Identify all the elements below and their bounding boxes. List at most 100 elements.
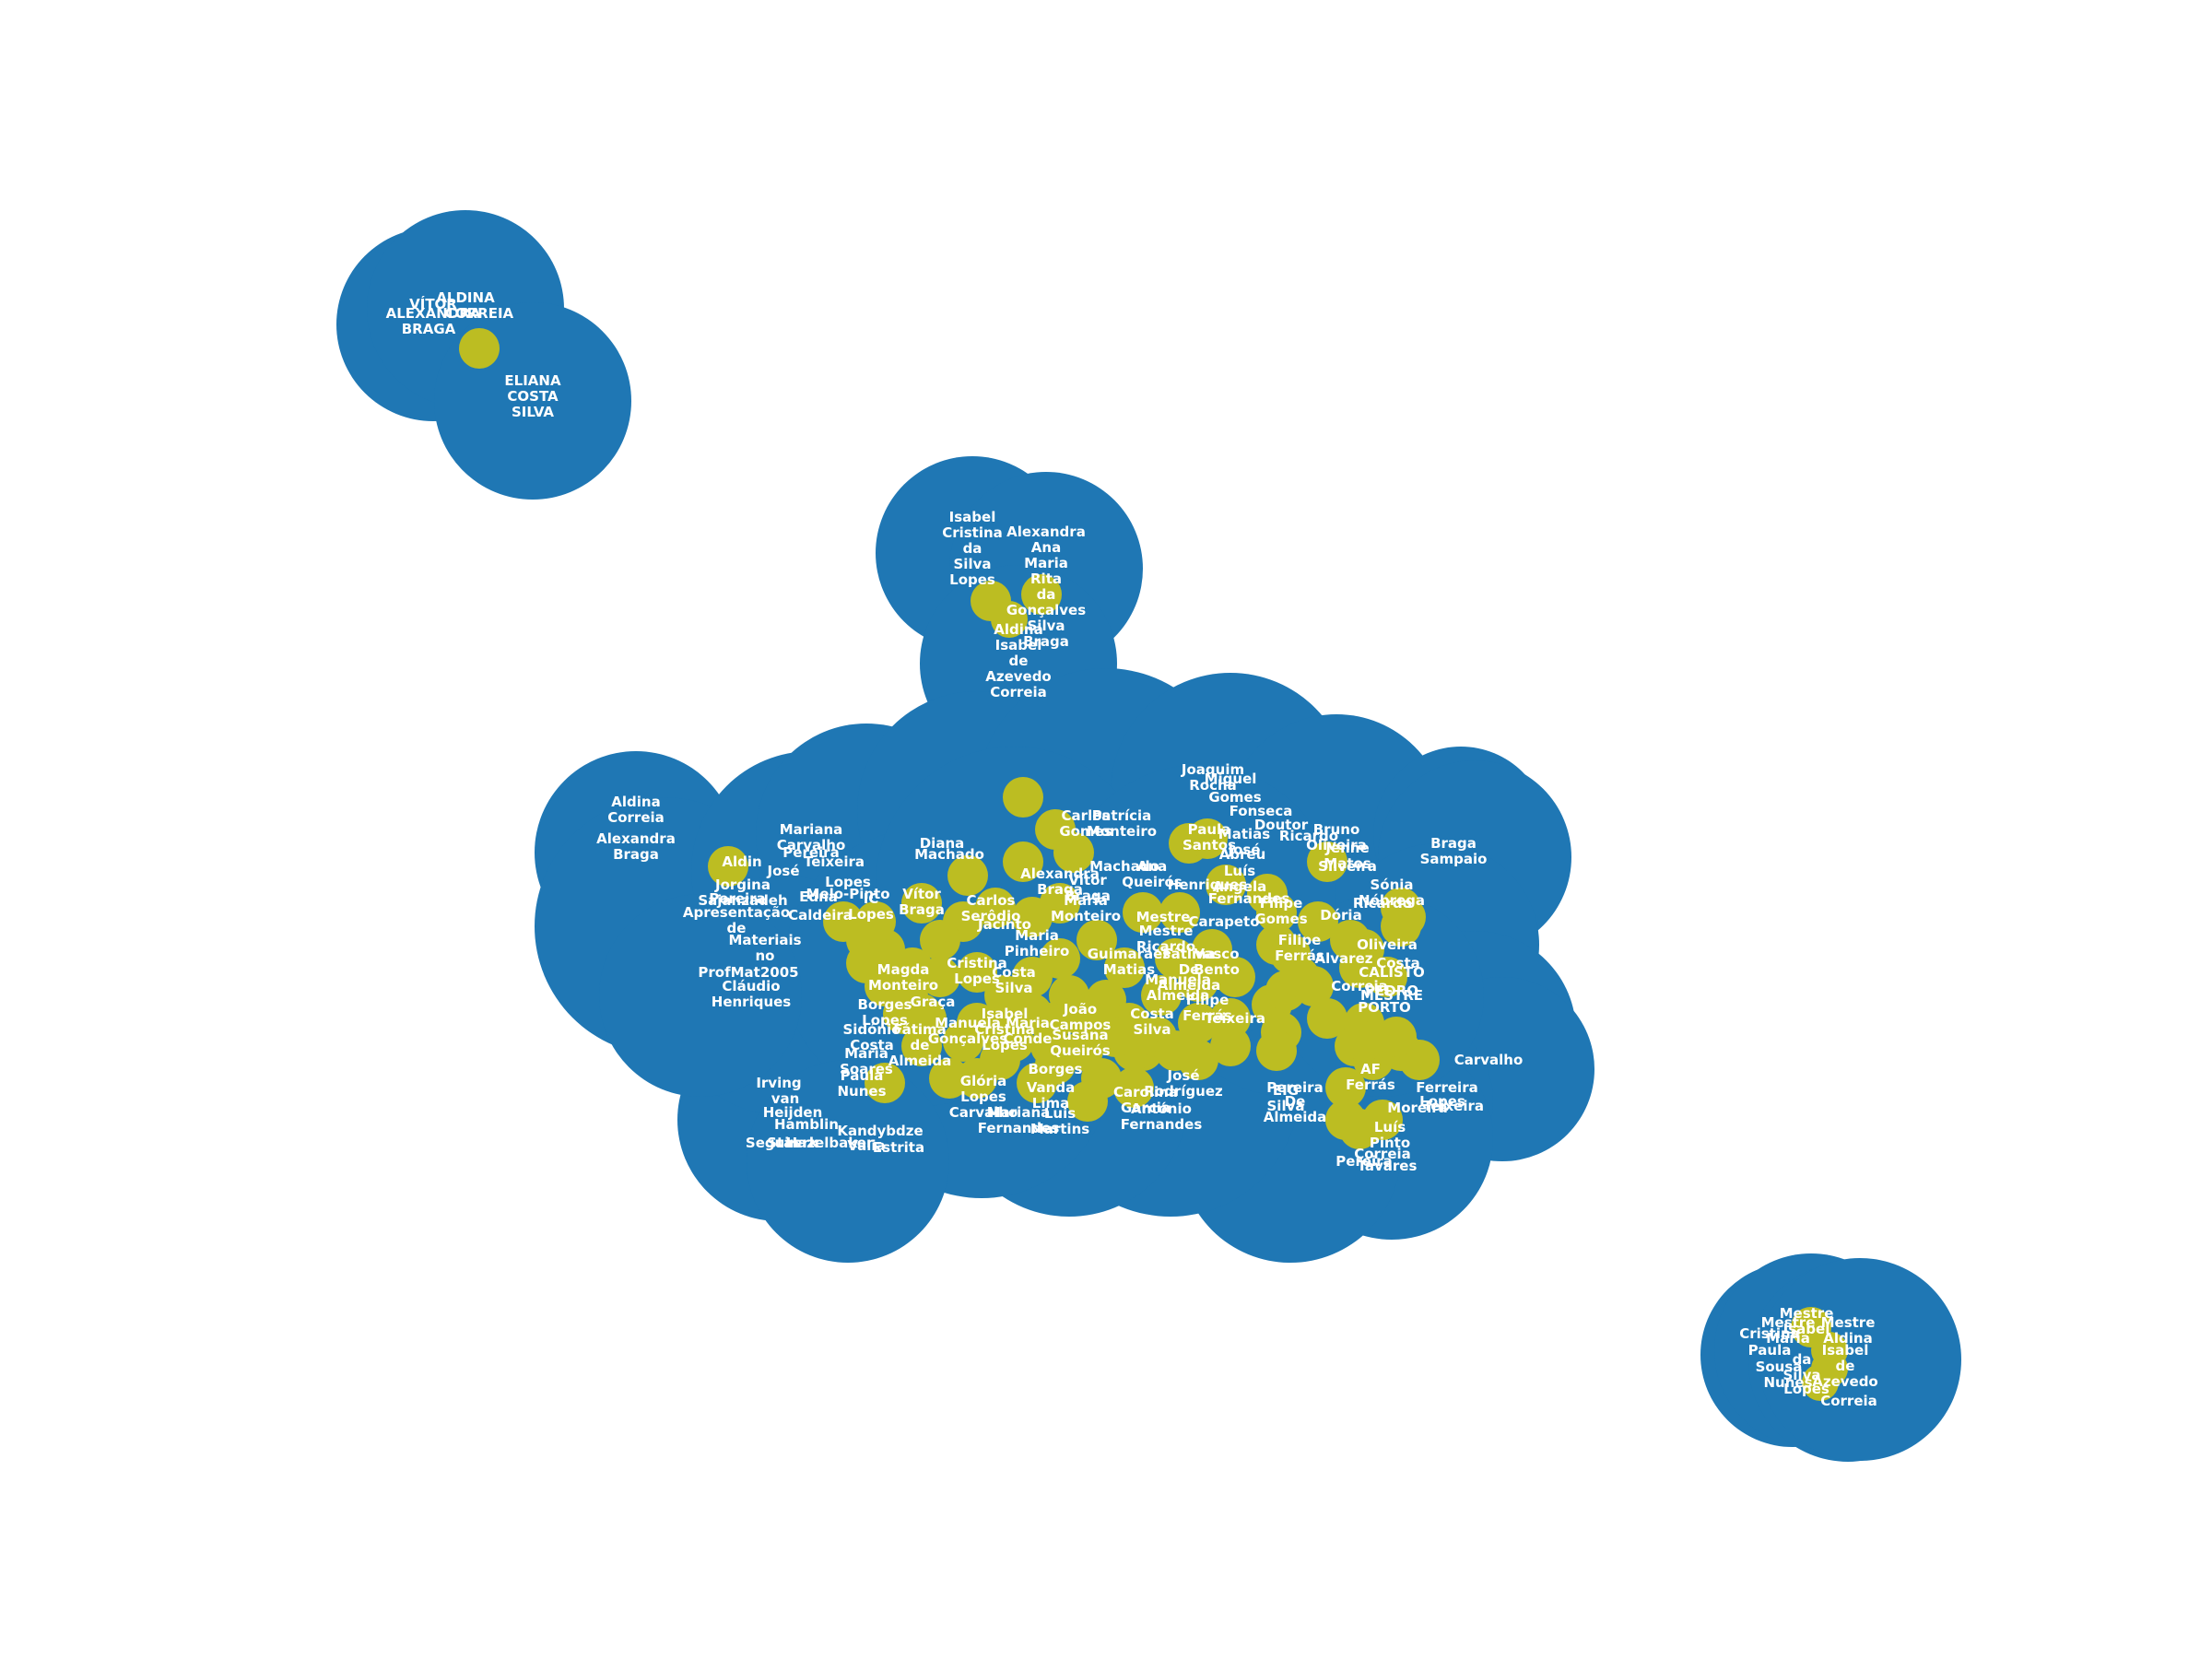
- node-label: Pereira: [782, 844, 839, 861]
- small-node: [1344, 1021, 1384, 1062]
- small-node: [975, 888, 1016, 928]
- node-label: Estrita: [873, 1139, 924, 1156]
- small-node: [920, 957, 960, 997]
- small-node: [994, 984, 1034, 1025]
- node-label: Teixeira: [804, 853, 865, 870]
- small-node: [901, 1026, 942, 1066]
- big-node: [747, 1060, 949, 1263]
- node-label: Correia: [1820, 1393, 1877, 1409]
- small-node: [1141, 975, 1182, 1016]
- small-node: [1206, 865, 1246, 905]
- node-label: Ricardo: [1353, 895, 1412, 912]
- node-label: Ricardo: [1279, 828, 1338, 844]
- node-label: Irving: [756, 1075, 801, 1091]
- small-node: [823, 901, 864, 942]
- node-label: Borges: [1029, 1061, 1083, 1077]
- small-node: [1307, 841, 1347, 882]
- node-label: PORTO: [1358, 999, 1411, 1016]
- small-node: [1307, 998, 1347, 1039]
- small-node: [1178, 1003, 1218, 1043]
- small-node: [1802, 1364, 1839, 1401]
- node-label: Edna: [799, 888, 838, 905]
- node-label: Teixeira: [1423, 1098, 1484, 1114]
- node-label: Silveira: [1318, 858, 1377, 875]
- node-label: Costa: [1376, 955, 1420, 971]
- small-node: [1325, 1067, 1366, 1108]
- node-label: MESTRE: [1360, 987, 1423, 1004]
- node-label: Fernandes: [1208, 890, 1290, 907]
- node-label: Tavares: [1358, 1158, 1418, 1174]
- small-node: [855, 901, 896, 942]
- node-label: Machado: [1089, 858, 1159, 875]
- node-label: Pereira: [709, 890, 765, 907]
- small-node: [865, 1063, 905, 1103]
- small-node: [1339, 947, 1380, 988]
- node-label: Aldin: [722, 853, 761, 870]
- node-label: Miguel: [1205, 771, 1257, 787]
- node-label: Moreira: [1387, 1100, 1447, 1116]
- node-label: Lopes: [1783, 1381, 1830, 1397]
- node-label: Oliveira: [1357, 936, 1418, 953]
- small-node: [1040, 883, 1080, 924]
- node-label: Abreu: [1219, 846, 1266, 863]
- node-label: Carvalho: [1454, 1052, 1524, 1068]
- small-node: [1256, 1030, 1297, 1071]
- node-label: ALEXANDRA: [386, 305, 481, 322]
- small-node: [1298, 901, 1338, 942]
- node-label: Sousa: [1756, 1359, 1803, 1375]
- small-node: [1159, 892, 1200, 933]
- small-node: [1003, 777, 1043, 818]
- small-node: [1123, 892, 1163, 933]
- small-node: [1067, 1081, 1108, 1122]
- node-label: Correia: [1354, 1146, 1411, 1162]
- small-node: [901, 883, 942, 924]
- node-label: VÍTOR: [409, 295, 457, 312]
- small-node: [1095, 1017, 1135, 1057]
- node-label: BRAGA: [402, 321, 456, 337]
- node-label: Valia: [847, 1137, 885, 1154]
- node-label: van: [771, 1090, 800, 1107]
- small-node: [846, 943, 887, 983]
- small-node: [1178, 961, 1218, 1002]
- small-node: [1053, 832, 1094, 873]
- node-label: Diana: [920, 835, 965, 852]
- node-label: Seguin: [746, 1135, 799, 1151]
- node-label: Paula: [1748, 1342, 1792, 1359]
- small-node: [957, 952, 997, 993]
- node-label: CORREIA: [445, 305, 514, 322]
- small-node: [1362, 1100, 1403, 1140]
- node-label: Cristina: [1739, 1325, 1800, 1342]
